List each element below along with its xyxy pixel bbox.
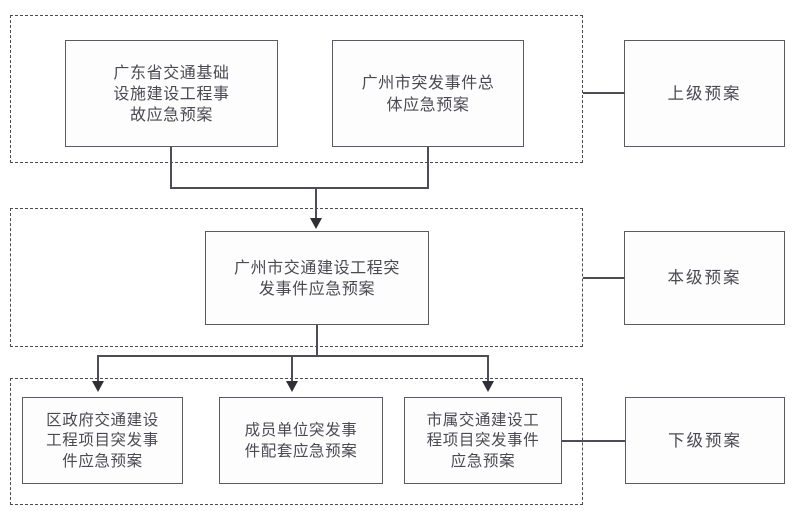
group-upper-level (10, 15, 583, 163)
arrowhead-to-current-level (310, 218, 322, 229)
group-current-level (10, 208, 583, 347)
node-gz-transport-construction-plan-label: 广州市交通建设工程突 发事件应急预案 (233, 257, 400, 298)
level-label-lower-text: 下级预案 (668, 430, 742, 450)
level-label-current-text: 本级预案 (667, 268, 742, 288)
node-member-unit-plan-label: 成员单位突发事 件配套应急预案 (244, 421, 358, 460)
connector-current-down (316, 325, 318, 356)
node-district-gov-plan[interactable]: 区政府交通建设 工程项目突发事 件应急预案 (22, 397, 183, 484)
node-member-unit-plan[interactable]: 成员单位突发事 件配套应急预案 (219, 397, 383, 484)
arrowhead-to-municipal-project-plan (482, 381, 494, 392)
level-label-upper[interactable]: 上级预案 (624, 40, 785, 147)
level-label-upper-text: 上级预案 (667, 83, 742, 103)
node-municipal-project-plan-label: 市属交通建设工 程项目突发事件 应急预案 (426, 410, 540, 470)
connector-to-municipal-project-plan (487, 355, 489, 383)
connector-current-level-label (583, 277, 625, 279)
node-gd-transport-plan-label: 广东省交通基础 设施建设工程事 故应急预案 (113, 62, 230, 125)
connector-upper-level-label (583, 92, 625, 94)
node-gz-overall-plan[interactable]: 广州市突发事件总 体应急预案 (332, 40, 524, 147)
node-gd-transport-plan[interactable]: 广东省交通基础 设施建设工程事 故应急预案 (65, 40, 278, 147)
connector-to-district-gov-plan (97, 355, 99, 383)
connector-gz-overall-down (427, 147, 429, 189)
node-municipal-project-plan[interactable]: 市属交通建设工 程项目突发事件 应急预案 (404, 397, 562, 484)
connector-gd-plan-down (170, 147, 172, 189)
connector-lower-level-label (562, 440, 625, 442)
connector-merge-to-current (315, 187, 317, 220)
node-district-gov-plan-label: 区政府交通建设 工程项目突发事 件应急预案 (46, 410, 159, 470)
node-gz-transport-construction-plan[interactable]: 广州市交通建设工程突 发事件应急预案 (205, 231, 429, 325)
node-gz-overall-plan-label: 广州市突发事件总 体应急预案 (361, 73, 495, 114)
connector-upper-merge-bus (170, 187, 429, 189)
arrowhead-to-district-gov-plan (92, 381, 104, 392)
level-label-lower[interactable]: 下级预案 (625, 397, 785, 484)
connector-lower-fanout-bus (97, 355, 489, 357)
connector-to-member-unit-plan (291, 355, 293, 383)
arrowhead-to-member-unit-plan (286, 381, 298, 392)
level-label-current[interactable]: 本级预案 (624, 231, 785, 325)
